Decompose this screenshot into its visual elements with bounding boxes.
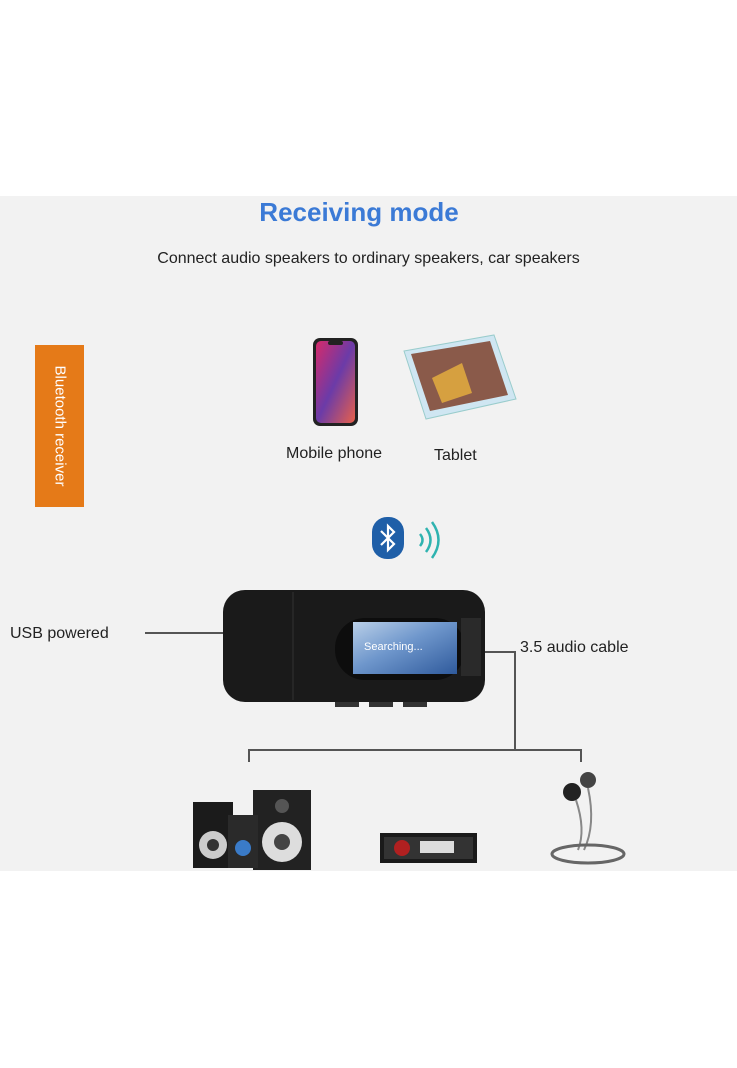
bluetooth-icon bbox=[372, 517, 404, 559]
audio-cable-line bbox=[485, 651, 515, 653]
infographic-panel bbox=[0, 196, 737, 871]
usb-connector-line bbox=[145, 632, 223, 634]
car-radio-image bbox=[380, 833, 477, 863]
device-screen-text: Searching... bbox=[364, 641, 423, 653]
bluetooth-receiver-device bbox=[223, 590, 485, 707]
audio-cable-label: 3.5 audio cable bbox=[520, 639, 629, 656]
mobile-phone-label: Mobile phone bbox=[286, 445, 383, 462]
mobile-phone-image bbox=[313, 338, 358, 426]
branch-tick-right bbox=[580, 749, 582, 762]
tablet-image bbox=[403, 334, 517, 420]
output-branch-line bbox=[248, 749, 582, 751]
wireless-signal-icon bbox=[418, 521, 440, 559]
usb-powered-label: USB powered bbox=[10, 625, 109, 642]
speaker-system-image bbox=[193, 790, 311, 870]
earphones-image bbox=[550, 772, 626, 865]
side-tag: Bluetooth receiver bbox=[35, 345, 84, 507]
tablet-label: Tablet bbox=[434, 447, 477, 464]
subtitle: Connect audio speakers to ordinary speak… bbox=[157, 250, 580, 267]
title: Receiving mode bbox=[259, 197, 459, 227]
branch-tick-left bbox=[248, 749, 250, 762]
side-tag-label: Bluetooth receiver bbox=[51, 365, 68, 487]
audio-cable-line-vertical bbox=[514, 651, 516, 751]
